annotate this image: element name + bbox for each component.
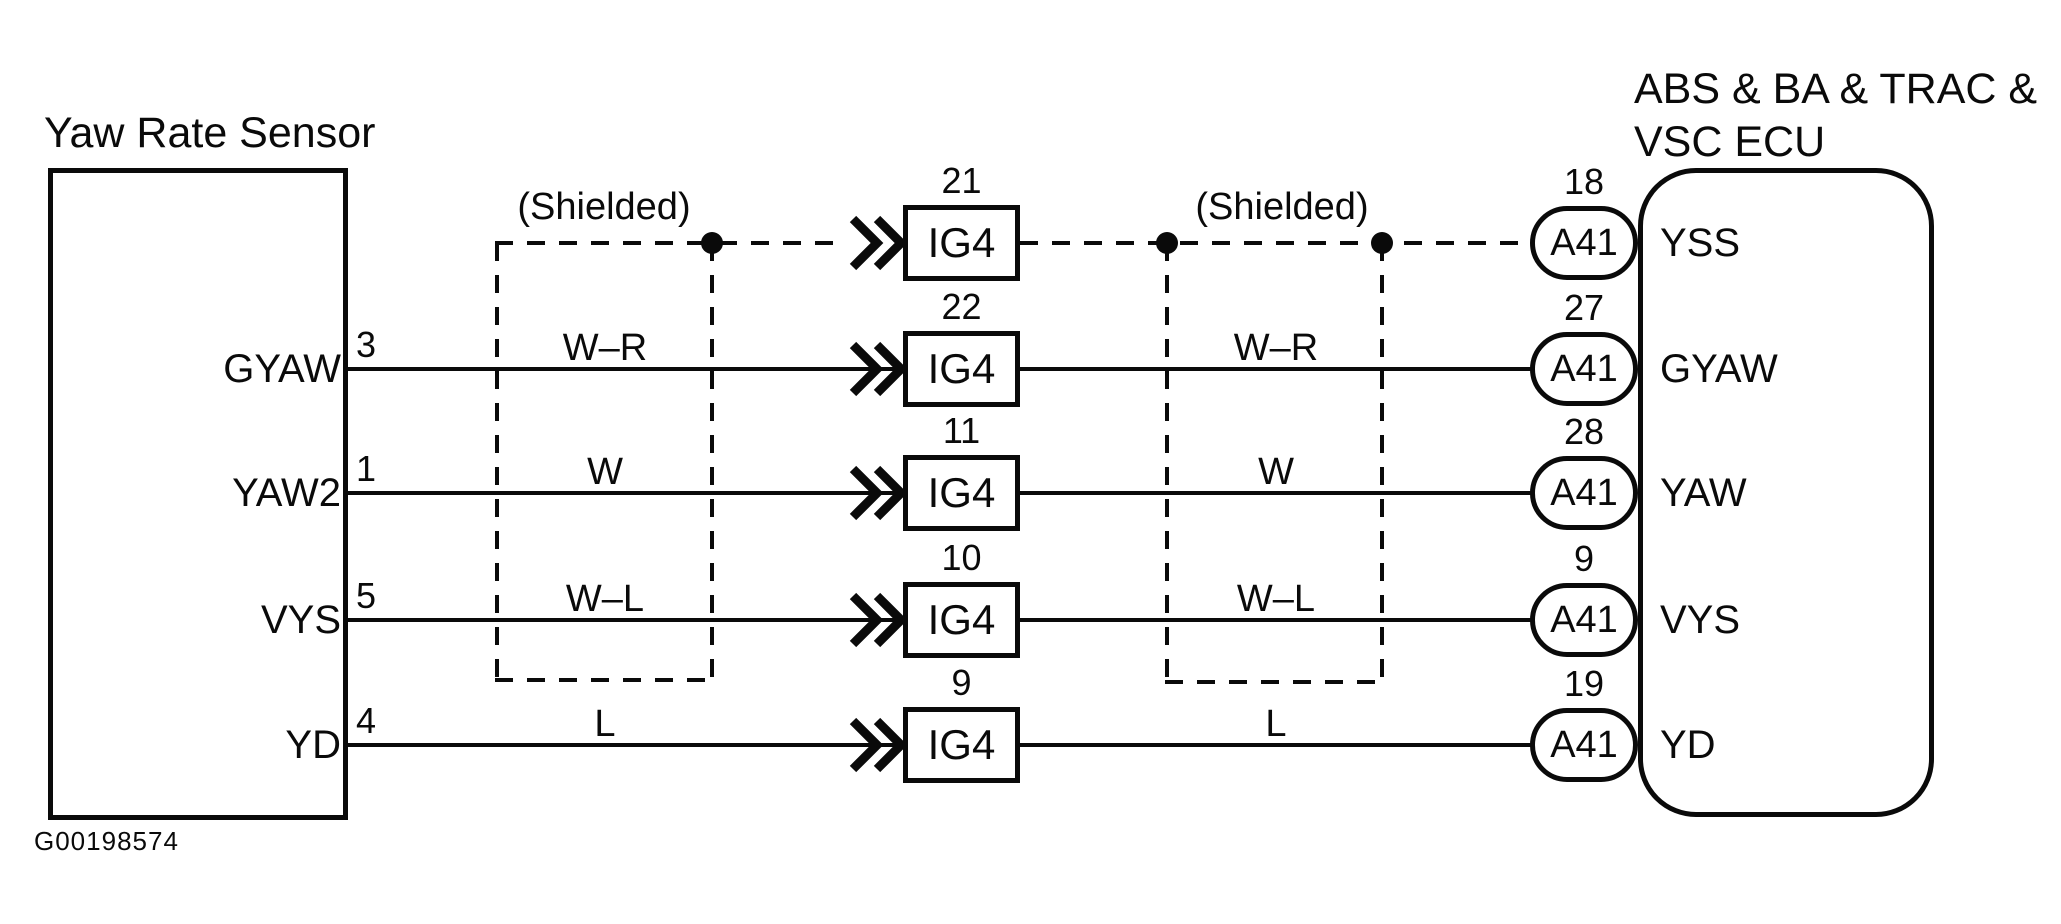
inline-connector-arrow-icon [843, 463, 908, 528]
wire-color-right: W–L [1236, 578, 1316, 620]
ecu-connector: A41 [1530, 332, 1638, 406]
ecu-pin-number: 19 [1563, 663, 1605, 704]
ig4-connector: IG4 [903, 582, 1020, 658]
ecu-connector: A41 [1530, 456, 1638, 530]
ecu-connector-label: A41 [1550, 221, 1618, 264]
wire-color-left: W–R [562, 327, 648, 369]
sensor-pin-label: YD [285, 723, 341, 767]
ecu-signal-label: YSS [1660, 221, 1741, 265]
ig4-connector-label: IG4 [927, 345, 996, 392]
wire-color-left: L [594, 703, 616, 745]
ecu-pin-number: 9 [1573, 538, 1595, 579]
ig4-connector-label: IG4 [927, 469, 996, 516]
ecu-title-line2: VSC ECU [1634, 118, 1826, 166]
shield-label-left: (Shielded) [517, 186, 691, 228]
inline-connector-arrow-icon [843, 339, 908, 404]
shield-box2-bottom-edge [1165, 680, 1384, 684]
ecu-box [1638, 168, 1934, 817]
ig4-pin-number: 22 [941, 286, 982, 327]
shield-junction-dot [1371, 232, 1393, 254]
inline-connector-arrow-icon [843, 715, 908, 780]
ig4-pin-number: 11 [942, 410, 981, 451]
ecu-signal-label: YAW [1660, 471, 1747, 515]
wire-right [1020, 367, 1532, 371]
ig4-connector: IG4 [903, 707, 1020, 783]
ecu-signal-label: YD [1660, 723, 1716, 767]
ig4-pin-number: 9 [951, 662, 972, 703]
shield-drain-wire-left [495, 241, 845, 245]
wire-right [1020, 618, 1532, 622]
wire-left [348, 491, 903, 495]
sensor-pin-number: 3 [356, 324, 377, 365]
ecu-connector-label: A41 [1550, 723, 1618, 766]
ecu-pin-number: 28 [1563, 411, 1605, 452]
shield-drain-wire-right [1020, 241, 1532, 245]
ecu-connector-label: A41 [1550, 471, 1618, 514]
sensor-pin-label: YAW2 [232, 471, 341, 515]
sensor-title: Yaw Rate Sensor [44, 109, 376, 157]
wire-right [1020, 491, 1532, 495]
shield-box1-left-edge [495, 243, 499, 681]
wire-left [348, 367, 903, 371]
ig4-connector: IG4 [903, 455, 1020, 531]
shield-junction-dot [1156, 232, 1178, 254]
ig4-connector: IG4 [903, 205, 1020, 281]
shield-label-right: (Shielded) [1195, 186, 1369, 228]
ecu-connector: A41 [1530, 206, 1638, 280]
shield-box2-left-edge [1165, 243, 1169, 682]
wire-color-right: L [1265, 703, 1287, 745]
inline-connector-arrow-icon [843, 213, 908, 278]
sensor-pin-label: VYS [260, 598, 341, 642]
ecu-pin-number: 18 [1563, 161, 1605, 202]
wire-color-left: W [587, 451, 623, 493]
shield-junction-dot [701, 232, 723, 254]
ecu-pin-number: 27 [1563, 287, 1605, 328]
shield-box2-right-edge [1380, 243, 1384, 682]
ig4-connector-label: IG4 [927, 219, 996, 266]
sensor-pin-label: GYAW [223, 347, 341, 391]
ecu-connector: A41 [1530, 708, 1638, 782]
ecu-connector-label: A41 [1550, 598, 1618, 641]
wire-left [348, 743, 903, 747]
ecu-connector-label: A41 [1550, 347, 1618, 390]
sensor-pin-number: 4 [356, 700, 377, 741]
sensor-pin-number: 1 [356, 448, 377, 489]
ecu-connector: A41 [1530, 583, 1638, 657]
shield-box1-bottom-edge [495, 678, 714, 682]
wire-right [1020, 743, 1532, 747]
wire-color-right: W–R [1233, 327, 1319, 369]
wire-color-left: W–L [565, 578, 645, 620]
ecu-title-line1: ABS & BA & TRAC & [1634, 65, 2038, 113]
wire-color-right: W [1258, 451, 1294, 493]
sensor-pin-number: 5 [356, 575, 377, 616]
ecu-signal-label: GYAW [1660, 347, 1778, 391]
sensor-box [48, 168, 348, 820]
inline-connector-arrow-icon [843, 590, 908, 655]
ig4-connector-label: IG4 [927, 721, 996, 768]
ig4-pin-number: 10 [941, 537, 982, 578]
wire-left [348, 618, 903, 622]
shield-box1-right-edge [710, 243, 714, 681]
ig4-pin-number: 21 [941, 160, 982, 201]
ecu-signal-label: VYS [1660, 598, 1741, 642]
figure-id: G00198574 [34, 826, 179, 856]
ig4-connector-label: IG4 [927, 596, 996, 643]
ig4-connector: IG4 [903, 331, 1020, 407]
